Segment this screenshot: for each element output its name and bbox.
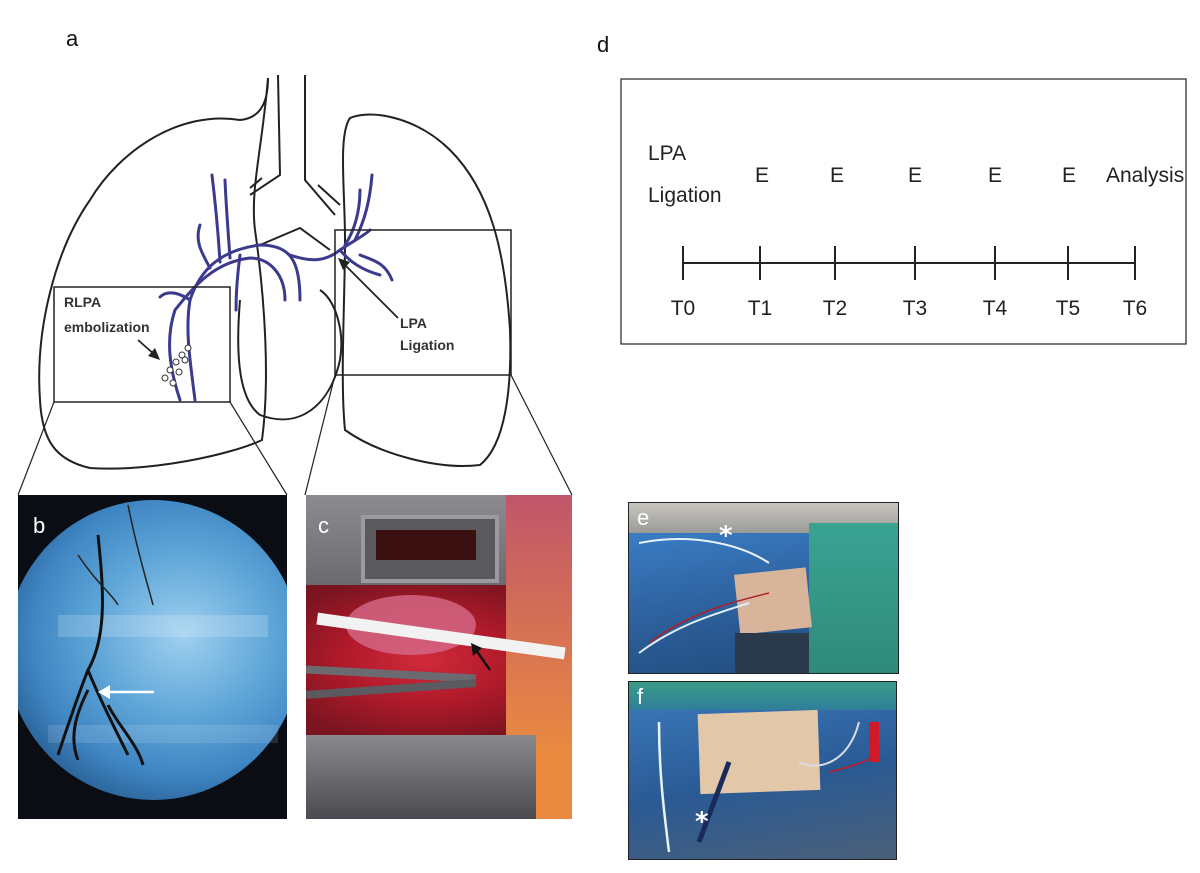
event-label-e2: E: [830, 164, 844, 187]
asterisk-marker-f: *: [695, 807, 709, 837]
panel-label-a: a: [66, 26, 79, 51]
tick-label-t0: T0: [671, 297, 696, 320]
heart-outline: [237, 289, 343, 421]
rlpa-zoom-box: [53, 286, 231, 403]
tick-label-t2: T2: [823, 297, 848, 320]
event-label-analysis: Analysis: [1106, 164, 1184, 187]
timeline-frame: [620, 78, 1187, 345]
event-label-e1: E: [755, 164, 769, 187]
event-label-e4: E: [988, 164, 1002, 187]
fluoroscopy-field: [18, 500, 287, 800]
embolization-coils: [161, 344, 192, 387]
lpa-label: LPA: [400, 315, 427, 331]
black-arrow: [471, 643, 492, 671]
surgical-photo: c: [306, 495, 572, 819]
panel-label-f: f: [637, 684, 644, 709]
lpa-arrow: [338, 258, 399, 319]
timeline-panel: LPA Ligation E E E E E Analysis T0 T1 T2…: [620, 78, 1187, 345]
right-lung-outline: [38, 77, 269, 470]
event-label-e5: E: [1062, 164, 1076, 187]
left-lung-outline: [341, 113, 512, 467]
panel-label-d: d: [597, 32, 610, 57]
rlpa-label: RLPA: [64, 294, 101, 310]
contrast-vessels: [56, 504, 154, 766]
tick-label-t5: T5: [1056, 297, 1081, 320]
event-label-lpa: LPA: [648, 142, 686, 165]
trachea: [249, 74, 336, 216]
tick-label-t3: T3: [903, 297, 928, 320]
panel-label-e: e: [637, 505, 650, 530]
panel-label-b: b: [33, 513, 46, 538]
lung-diagram: RLPA embolization LPA Ligation: [17, 74, 573, 496]
tick-label-t6: T6: [1123, 297, 1148, 320]
tick-label-t1: T1: [748, 297, 773, 320]
lpa-zoom-box: [334, 229, 512, 376]
photo-panel-e: e *: [628, 502, 899, 674]
photo-panel-f: f *: [628, 681, 897, 860]
timeline-ticks: [682, 246, 1136, 280]
white-arrow: [98, 685, 154, 699]
event-label-e3: E: [908, 164, 922, 187]
tick-label-t4: T4: [983, 297, 1008, 320]
rlpa-label-line2: embolization: [64, 319, 150, 335]
event-label-ligation: Ligation: [648, 184, 722, 207]
asterisk-marker-e: *: [719, 521, 733, 551]
rlpa-arrow: [137, 339, 160, 360]
fluoroscopy-image: b: [18, 495, 287, 819]
panel-label-c: c: [318, 513, 329, 538]
lpa-label-line2: Ligation: [400, 337, 454, 353]
